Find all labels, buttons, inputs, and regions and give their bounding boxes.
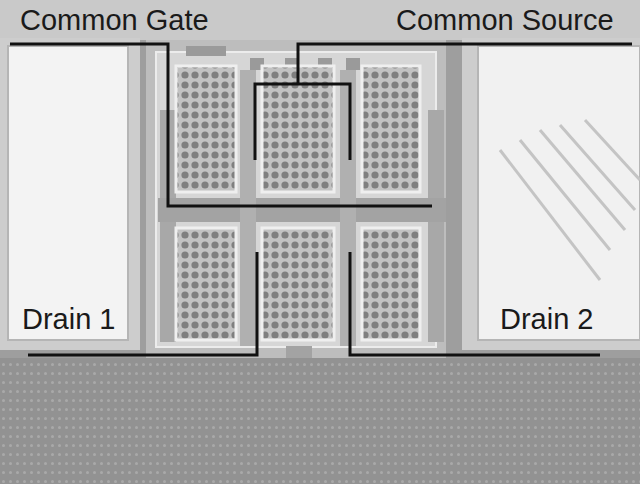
drain-leader bbox=[350, 252, 600, 355]
terminal-label: Drain 1 bbox=[22, 304, 116, 336]
terminal-label: Common Source bbox=[396, 5, 614, 37]
gate-leader bbox=[10, 44, 432, 206]
terminal-label: Common Gate bbox=[20, 5, 209, 37]
source-leader bbox=[255, 44, 632, 160]
terminal-label: Drain 2 bbox=[500, 304, 594, 336]
